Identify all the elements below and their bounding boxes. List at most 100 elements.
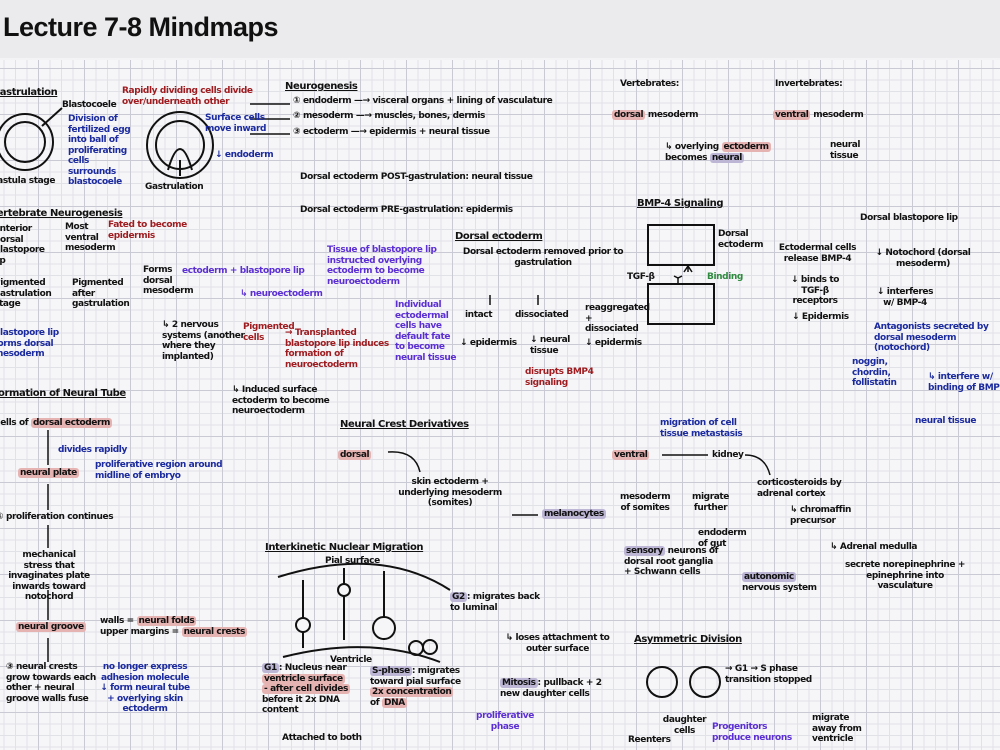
anterior-note: anterior dorsal blastopore lip — [0, 224, 45, 266]
text: of — [370, 697, 380, 708]
proliferative-phase: proliferative phase — [476, 711, 534, 732]
title-bar: Lecture 7-8 Mindmaps — [0, 0, 1000, 58]
tissue-instructed-note: Tissue of blastopore lip instructed over… — [327, 245, 437, 287]
secrete-note: secrete norepinephrine + epinephrine int… — [845, 560, 966, 591]
g2-note: G2: migrates back to luminal — [450, 592, 540, 613]
text: mesoderm — [813, 110, 864, 120]
individual-cells-note: Individual ectodermal cells have default… — [395, 300, 457, 363]
highlight-sensory: sensory — [624, 546, 665, 556]
vertebrates-result: ↳ overlying ectoderm becomes neural — [665, 142, 771, 163]
highlight-g2: G2 — [450, 592, 467, 602]
stress-note: mechanical stress that invaginates plate… — [8, 550, 90, 602]
highlight-ventral: ventral — [773, 110, 811, 120]
text: walls = — [100, 616, 134, 626]
rapid-note: Rapidly dividing cells divide over/under… — [122, 86, 253, 107]
highlight: neural crests — [181, 626, 247, 637]
text: upper margins = — [100, 626, 179, 637]
mesoderm-somites: mesoderm of somites — [620, 492, 671, 513]
lip-note: Dorsal blastopore lip — [860, 213, 958, 223]
text: Cells of — [0, 418, 29, 428]
text: before it 2x DNA content — [262, 694, 340, 716]
blastula-icon — [0, 113, 54, 171]
highlight-ventral: ventral — [612, 450, 650, 460]
gastrulation-label: Gastrulation — [145, 182, 204, 192]
neural-plate-label: neural plate — [18, 468, 79, 479]
loses-attachment-note: ↳ loses attachment to outer surface — [505, 633, 610, 654]
blastocoele-label: Blastocoele — [62, 100, 117, 110]
text: neurons of dorsal root ganglia + Schwann… — [624, 546, 719, 577]
ikn-diagram — [277, 562, 451, 663]
highlight-mitosis: Mitosis — [500, 678, 538, 688]
gastrula-icon — [146, 111, 214, 179]
melanocytes-label: melanocytes — [542, 509, 606, 520]
dorsal-ectoderm-label: Dorsal ectoderm — [718, 229, 764, 250]
germ-layer-item: ② mesoderm —→ muscles, bones, dermis — [293, 111, 485, 121]
mitosis-note: Mitosis: pullback + 2 new daughter cells — [500, 678, 620, 699]
crest-derivatives-heading: Neural Crest Derivatives — [340, 419, 469, 430]
ventral-mesoderm-note: Most ventral mesoderm — [65, 222, 116, 253]
antagonists-note: Antagonists secreted by dorsal mesoderm … — [874, 322, 989, 353]
neural-groove-label: neural groove — [16, 622, 86, 633]
intact-label: intact — [465, 310, 493, 320]
binding-label: Binding — [707, 272, 743, 282]
pigmented-after: Pigmented after gastrulation — [72, 278, 130, 309]
binds-note: ↓ binds to TGF-β receptors — [790, 275, 840, 306]
adhesion-note: no longer express adhesion molecule ↓ fo… — [100, 662, 190, 714]
fated-note: Fated to become epidermis — [108, 220, 187, 241]
invertebrates-heading: Invertebrates: — [775, 79, 843, 89]
text: : migrates toward pial surface — [370, 666, 461, 687]
epidermis-note: ↓ Epidermis — [792, 312, 849, 322]
pigmented-cells-note: Pigmented cells — [243, 322, 295, 343]
neural-tissue-result: ↓ neural tissue — [530, 335, 570, 356]
highlight-g1: G1 — [262, 663, 279, 673]
antagonist-names: noggin, chordin, follistatin — [852, 357, 897, 388]
progenitors-note: Progenitors produce neurons — [712, 722, 792, 743]
interfere-binding-note: ↳ interfere w/ binding of BMP — [928, 372, 1000, 393]
lip-forms-note: blastopore lip forms dorsal mesoderm — [0, 328, 59, 359]
release-note: Ectodermal cells release BMP-4 — [778, 243, 857, 264]
bmp-cell-boxes — [647, 224, 715, 325]
crests-grow-note: ③ neural crests grow towards each other … — [6, 662, 96, 704]
g1-s-note: → G1 → S phase transition stopped — [725, 664, 812, 685]
neural-tube-heading: Formation of Neural Tube — [0, 388, 126, 399]
migrate-further: migrate further — [691, 492, 730, 513]
dorsal-label: dorsal — [338, 450, 372, 461]
highlight-dorsal-ectoderm: dorsal ectoderm — [31, 418, 113, 428]
highlight: - after cell divides — [262, 684, 350, 694]
removed-note: Dorsal ectoderm removed prior to gastrul… — [462, 247, 624, 268]
text: nervous system — [742, 582, 817, 593]
highlight: 2x concentration — [370, 687, 454, 697]
transplanted-note: → Transplanted blastopore lip induces fo… — [285, 328, 389, 370]
vertebrates-heading: Vertebrates: — [620, 79, 679, 89]
ventricle-label: Ventricle — [330, 655, 372, 665]
reenters-note: Reenters — [628, 735, 671, 745]
highlight-ectoderm: ectoderm — [721, 142, 771, 152]
highlight: neural folds — [136, 616, 197, 626]
migrate-away-note: migrate away from ventricle — [812, 713, 862, 744]
two-nervous-systems-note: ↳ 2 nervous systems (another where they … — [162, 320, 245, 362]
cells-note: Cells of dorsal ectoderm — [0, 418, 113, 429]
kidney-label: kidney — [712, 450, 744, 460]
ikn-heading: Interkinetic Nuclear Migration — [265, 542, 424, 553]
post-gastrulation-note: Dorsal ectoderm POST-gastrulation: neura… — [300, 172, 533, 182]
skin-note: skin ectoderm + underlying mesoderm (som… — [398, 477, 502, 508]
blastula-label: Blastula stage — [0, 176, 56, 186]
highlight-neural: neural — [709, 152, 744, 163]
highlight-melanocytes: melanocytes — [542, 509, 606, 519]
text: : migrates back to luminal — [450, 592, 540, 613]
highlight-dorsal: dorsal — [338, 450, 372, 460]
proliferation-note: ① proliferation continues — [0, 512, 114, 522]
proliferative-region-note: proliferative region around midline of e… — [95, 460, 223, 481]
highlight-autonomic: autonomic — [742, 572, 796, 582]
highlight-neural-groove: neural groove — [16, 622, 86, 632]
endoderm-gut: endoderm of gut — [698, 528, 747, 549]
pial-surface-label: Pial surface — [325, 556, 380, 566]
vertebrate-neurogenesis-heading: Vertebrate Neurogenesis — [0, 208, 123, 219]
mesoderm-text: mesoderm — [647, 110, 699, 120]
pre-gastrulation-note: Dorsal ectoderm PRE-gastrulation: epider… — [300, 205, 513, 215]
interferes-note: ↓ interferes w/ BMP-4 — [876, 287, 934, 308]
